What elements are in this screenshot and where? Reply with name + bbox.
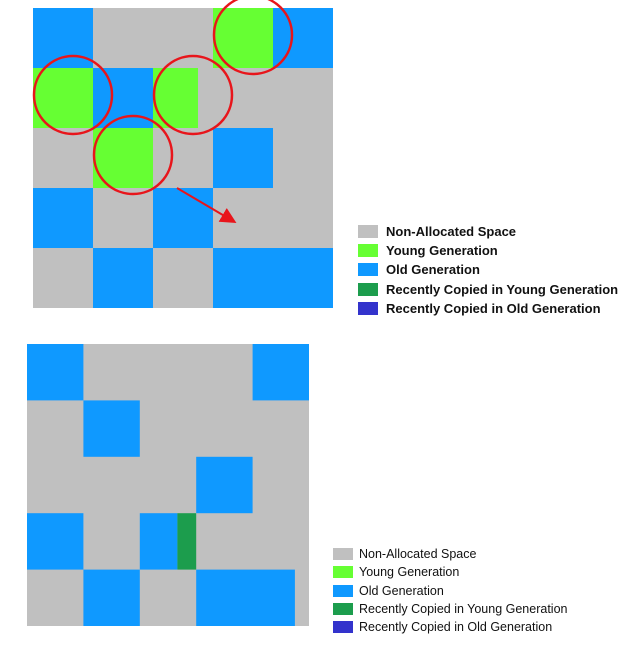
legend-label: Recently Copied in Old Generation [359, 620, 553, 635]
legend-label: Recently Copied in Young Generation [386, 281, 619, 297]
heap-diagram-before [32, 0, 333, 308]
legend-before: Non-Allocated Space Young Generation Old… [358, 222, 618, 318]
old-block [273, 8, 333, 68]
legend-swatch [358, 301, 378, 315]
old-block [27, 344, 84, 401]
legend-label: Recently Copied in Old Generation [386, 300, 601, 316]
legend-item-young: Young Generation [333, 563, 567, 581]
legend-item-non-allocated: Non-Allocated Space [358, 222, 618, 241]
legend-label: Recently Copied in Young Generation [359, 602, 568, 617]
legend-swatch [358, 225, 378, 239]
highlight-circle [32, 54, 114, 136]
old-block [196, 456, 253, 514]
heap-grid-after [27, 344, 309, 626]
legend-after: Non-Allocated Space Young Generation Old… [333, 545, 567, 636]
legend-label: Old Generation [386, 262, 480, 278]
legend-item-copied-old: Recently Copied in Old Generation [333, 618, 567, 636]
legend-swatch [333, 566, 353, 579]
highlight-circle [212, 0, 294, 76]
legend-swatch [358, 263, 378, 277]
legend-swatch [333, 548, 353, 561]
legend-item-copied-old: Recently Copied in Old Generation [358, 299, 618, 318]
old-block [139, 513, 178, 570]
move-arrow [176, 187, 237, 224]
legend-item-young: Young Generation [358, 241, 618, 260]
old-block [83, 400, 140, 457]
old-block [252, 344, 309, 401]
legend-item-old: Old Generation [358, 260, 618, 279]
old-block [213, 128, 273, 188]
copied-young-block [177, 513, 197, 570]
legend-item-old: Old Generation [333, 582, 567, 600]
legend-item-copied-young: Recently Copied in Young Generation [358, 280, 618, 299]
old-block [33, 8, 93, 68]
legend-swatch [333, 603, 353, 616]
legend-swatch [333, 621, 353, 634]
legend-item-non-allocated: Non-Allocated Space [333, 545, 567, 563]
legend-item-copied-young: Recently Copied in Young Generation [333, 600, 567, 618]
legend-label: Young Generation [386, 243, 498, 259]
old-block [153, 188, 213, 248]
highlight-circle [92, 114, 174, 196]
heap-grid-before [32, 0, 333, 308]
old-block [83, 569, 140, 626]
legend-swatch [333, 584, 353, 597]
legend-swatch [358, 282, 378, 296]
legend-label: Non-Allocated Space [386, 224, 517, 240]
old-block [213, 248, 333, 308]
legend-label: Young Generation [359, 565, 460, 580]
legend-label: Non-Allocated Space [359, 547, 477, 562]
highlight-circle [152, 54, 234, 136]
old-block [93, 68, 153, 128]
heap-diagram-after [27, 344, 309, 626]
old-block [196, 569, 295, 626]
legend-swatch [358, 244, 378, 258]
old-block [33, 188, 93, 248]
legend-label: Old Generation [359, 583, 444, 598]
old-block [93, 248, 153, 308]
old-block [27, 513, 84, 570]
